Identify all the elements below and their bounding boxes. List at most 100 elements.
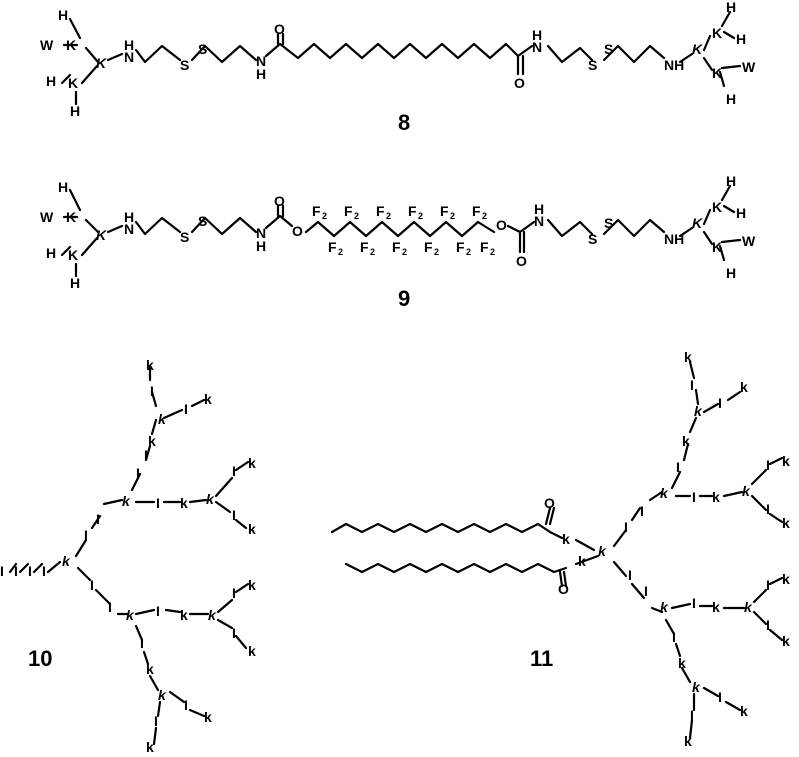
c11-i-1: I (624, 519, 628, 535)
c11-lipid-chain-1 (330, 506, 564, 540)
c10-i-5: I (84, 527, 88, 543)
c8-w2: W (742, 59, 756, 75)
c10-i-18: I (232, 625, 236, 641)
c11-k-g2b: k (742, 483, 751, 499)
c9-h3: H (70, 275, 80, 291)
c10-k-12: k (146, 739, 154, 755)
c8-n2: N (256, 53, 266, 69)
c8-n3: N (532, 39, 542, 55)
compound-10: I I I I k I I k I I k k I k I k I k k I … (0, 357, 256, 755)
c9-o-ester-1: O (292, 223, 303, 239)
c8-s3: S (588, 57, 597, 73)
c9-s2: S (198, 213, 207, 229)
c10-k-3: k (146, 357, 154, 373)
c11-i-2: I (640, 503, 644, 519)
c8-alkyl-chain (278, 42, 520, 60)
c11-i-15: I (718, 689, 722, 705)
c10-k-g1b: k (126, 607, 135, 623)
c9-f-4: F (360, 239, 369, 255)
c11-k-8: k (782, 571, 790, 587)
c8-h3: H (70, 103, 80, 119)
c8-h5: H (736, 31, 746, 47)
c10-i-10: I (150, 383, 154, 399)
c11-o-2: O (558, 581, 569, 597)
c11-i-11: I (692, 595, 696, 611)
c10-i-19: I (140, 635, 144, 651)
c11-k-9: k (782, 633, 790, 649)
c9-f-10: F (456, 239, 465, 255)
c10-k-9: k (248, 643, 256, 659)
c11-k-10: k (678, 655, 686, 671)
c9-n4: NH (664, 231, 684, 247)
c11-i-4: I (718, 395, 722, 411)
c11-k-12: k (684, 733, 692, 749)
c9-f-6: F (392, 239, 401, 255)
c9-f-12-sub: 2 (490, 247, 495, 257)
c10-i-21: I (154, 713, 158, 729)
c10-k-g1a: k (122, 493, 131, 509)
c9-o-carbonyl-1: O (274, 193, 285, 209)
c9-f-11: F (472, 203, 481, 219)
c11-k-lipid-1: k (562, 531, 570, 547)
c11-i-9: I (628, 567, 632, 583)
compound-label-10: 10 (28, 646, 52, 671)
c8-k3: K (712, 25, 722, 41)
c11-k-4: k (712, 489, 720, 505)
c10-i-15: I (108, 599, 112, 615)
c11-i-10: I (644, 583, 648, 599)
c11-k-11: k (740, 703, 748, 719)
c9-h5: H (736, 205, 746, 221)
c9-f-9-sub: 2 (450, 211, 455, 221)
c8-bonds-left-head (60, 17, 258, 106)
c9-f-5: F (376, 203, 385, 219)
c11-k-lipid-2: k (578, 553, 586, 569)
c9-bonds-left-head (60, 188, 258, 278)
c10-k-g2b: k (206, 491, 215, 507)
c9-f-10-sub: 2 (466, 247, 471, 257)
c10-i-12: I (232, 463, 236, 479)
c9-n1: N (124, 221, 134, 237)
c8-k-core-right: K (692, 41, 703, 57)
compound-8: H W K K H K H H N S S N H O O H N S S NH… (40, 0, 756, 135)
c9-f-2-sub: 2 (338, 247, 343, 257)
c8-n4: NH (664, 57, 684, 73)
c11-k-g2d: k (692, 679, 701, 695)
c10-i-14: I (90, 577, 94, 593)
c8-bonds-right-head (546, 10, 742, 88)
c8-k4: K (712, 65, 722, 81)
c11-i-14: I (672, 629, 676, 645)
c10-k-core: k (62, 553, 71, 569)
c9-n2h: H (256, 238, 266, 254)
c9-f-5-sub: 2 (386, 211, 391, 221)
c9-k-core-left: K (96, 227, 107, 243)
c9-h2: H (46, 245, 56, 261)
c10-i-7: I (136, 465, 140, 481)
compound-11: O k k O k I I k I k k I k I k I k k I k … (330, 349, 790, 749)
c11-i-13: I (766, 617, 770, 633)
c11-lipid-chain-2 (344, 562, 568, 588)
c10-k-g2d: k (158, 687, 167, 703)
c11-i-6: I (692, 489, 696, 505)
c9-k4: K (712, 239, 722, 255)
c9-carbamate-right (506, 220, 536, 254)
c9-k3: K (712, 199, 722, 215)
c10-k-10: k (146, 661, 154, 677)
c9-s1: S (180, 229, 189, 245)
c8-n3h: H (532, 27, 542, 43)
c9-f-3-sub: 2 (354, 211, 359, 221)
c9-k2: K (68, 247, 78, 263)
c9-carbamate-left (264, 204, 294, 230)
c10-i-2: I (14, 563, 18, 579)
c10-k-2: k (204, 391, 212, 407)
c11-k-3: k (684, 349, 692, 365)
c9-w1: W (40, 209, 54, 225)
c8-s4: S (604, 41, 613, 57)
c9-f-1: F (312, 203, 321, 219)
c9-w2: W (742, 233, 756, 249)
c8-o1: O (274, 21, 285, 37)
c8-n1: H (124, 37, 134, 53)
c10-i-16: I (156, 603, 160, 619)
compound-label-8: 8 (398, 110, 410, 135)
